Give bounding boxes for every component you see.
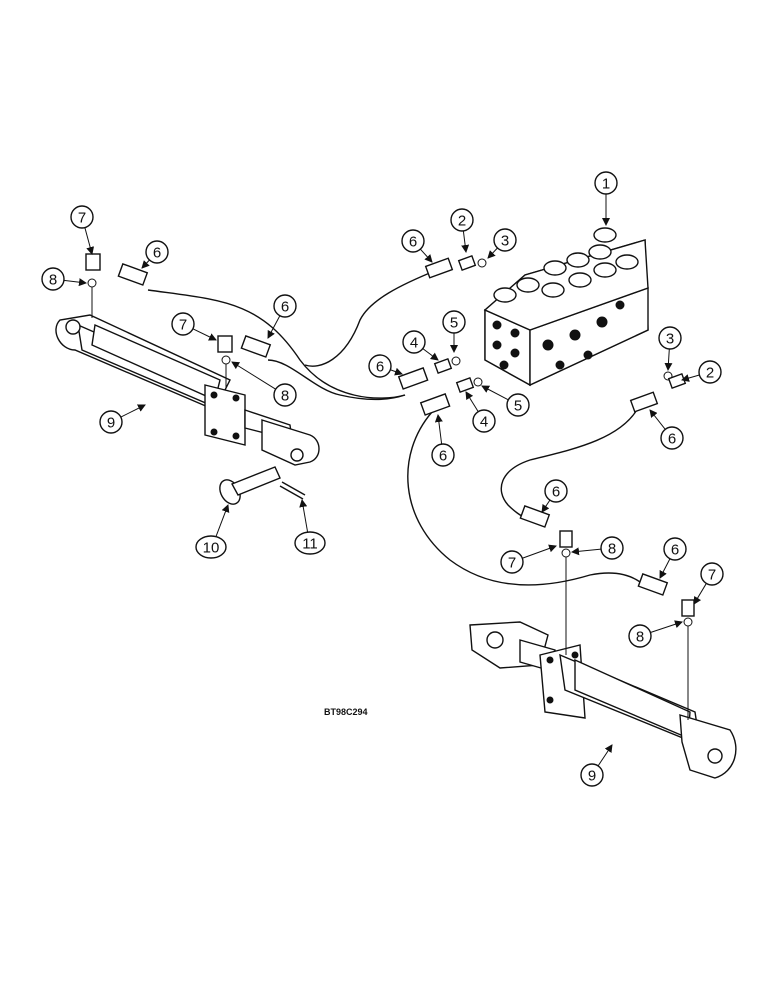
callout-label: 2 (706, 365, 714, 382)
callout-circle (500, 550, 524, 574)
valve-ports (492, 300, 625, 370)
callout-label: 7 (179, 317, 187, 334)
callout-leader (215, 504, 230, 537)
callout-label: 6 (281, 299, 289, 316)
callout-circle (171, 312, 195, 336)
callout-label: 3 (666, 331, 674, 348)
callout-label: 5 (450, 315, 458, 332)
callout-leader (461, 230, 470, 253)
callout-label: 11 (302, 536, 318, 553)
callout-label: 6 (668, 431, 676, 448)
callout-group: 1 2 3 6 4 5 6 4 5 6 3 2 6 7 6 8 7 6 8 9 10 11 6 7 8 6 7 8 9 (41, 171, 724, 787)
callout-circle (70, 205, 94, 229)
callout-circle (401, 229, 425, 253)
callout-leader (390, 367, 403, 376)
callout-circle (402, 330, 426, 354)
hydraulic-cylinder-right (469, 621, 737, 779)
callout-label: 8 (281, 388, 289, 405)
cotter-pin (279, 481, 306, 500)
callout-leader (267, 315, 281, 339)
callout-circle (493, 228, 517, 252)
callout-leader (659, 558, 671, 579)
callout-circle (368, 354, 392, 378)
callout-circle (506, 393, 530, 417)
callout-label: 7 (508, 555, 516, 572)
callout-label: 8 (636, 629, 644, 646)
callout-leader (63, 278, 87, 287)
callout-circle (700, 562, 724, 586)
callout-circle (195, 535, 227, 559)
callout-leader (420, 248, 433, 263)
callout-leader (299, 499, 309, 533)
callout-circle (431, 443, 455, 467)
callout-leader (571, 547, 602, 556)
callout-leader (465, 391, 479, 412)
callout-leader (231, 361, 276, 390)
callout-leader (434, 414, 443, 445)
callout-label: 6 (671, 542, 679, 559)
clevis-pin (219, 466, 281, 505)
callout-label: 2 (458, 213, 466, 230)
hydraulic-cylinder-left (55, 314, 320, 466)
callout-label: 1 (602, 176, 610, 193)
callout-circle (658, 326, 682, 350)
callout-leader (649, 409, 666, 430)
callout-circle (698, 360, 722, 384)
hydraulic-hoses (147, 269, 641, 586)
callout-label: 9 (588, 768, 596, 785)
callout-label: 3 (501, 233, 509, 250)
callout-leader (487, 247, 498, 259)
callout-leader (84, 227, 95, 255)
callout-circle (472, 409, 496, 433)
callout-circle (594, 171, 618, 195)
callout-leader (141, 259, 150, 269)
callout-circle (99, 410, 123, 434)
callout-label: 5 (514, 398, 522, 415)
callout-label: 6 (376, 359, 384, 376)
callout-circle (450, 208, 474, 232)
callout-label: 7 (708, 567, 716, 584)
callout-label: 4 (410, 335, 418, 352)
callout-label: 6 (439, 448, 447, 465)
callout-label: 7 (78, 210, 86, 227)
control-valve (483, 227, 649, 387)
callout-leader (120, 404, 146, 418)
callout-leader (481, 385, 509, 401)
hose-fittings (85, 253, 695, 627)
callout-label: 4 (480, 414, 488, 431)
figure-code: BT98C294 (324, 707, 368, 717)
callout-circle (294, 531, 326, 555)
callout-circle (145, 240, 169, 264)
callout-label: 6 (153, 245, 161, 262)
callout-circle (273, 294, 297, 318)
callout-circle (442, 310, 466, 334)
valve-solenoids (493, 227, 639, 303)
callout-leader (650, 620, 683, 633)
callout-circle (544, 479, 568, 503)
callout-leader (693, 583, 707, 605)
callout-circle (663, 537, 687, 561)
callout-label: 10 (203, 540, 220, 557)
callout-leader (541, 499, 551, 513)
callout-label: 6 (409, 234, 417, 251)
callout-leader (664, 348, 673, 371)
callout-leader (522, 544, 557, 559)
callout-label: 6 (552, 484, 560, 501)
callout-leader (192, 328, 217, 341)
callout-label: 8 (49, 272, 57, 289)
callout-circle (273, 383, 297, 407)
callout-circle (660, 426, 684, 450)
callout-leader (681, 374, 700, 382)
callout-leader (422, 348, 439, 361)
callout-label: 9 (107, 415, 115, 432)
callout-leader (597, 744, 613, 767)
callout-label: 8 (608, 541, 616, 558)
callout-circle (600, 536, 624, 560)
callout-circle (628, 624, 652, 648)
callout-circle (580, 763, 604, 787)
callout-circle (41, 267, 65, 291)
